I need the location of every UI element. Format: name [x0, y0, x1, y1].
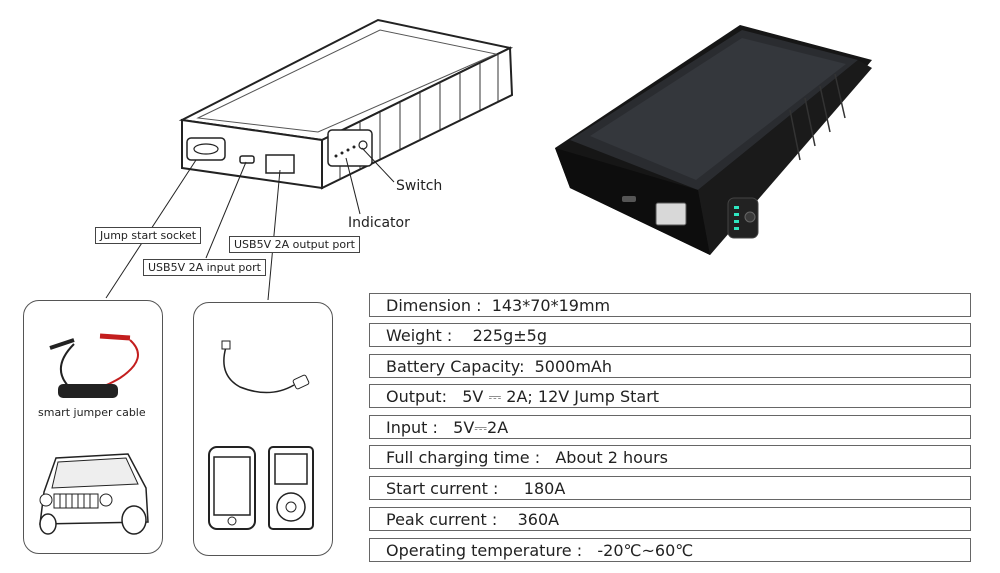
device-line-drawing: [105, 18, 514, 301]
switch-label: Switch: [396, 178, 443, 194]
usb-cable-icon: [221, 340, 310, 394]
car-icon: [39, 453, 149, 535]
spec-weight: Weight : 225g±5g: [369, 323, 971, 347]
spec-charging-time: Full charging time : About 2 hours: [369, 445, 971, 469]
usb-output-label: USB5V 2A output port: [229, 236, 360, 253]
jump-start-socket-label: Jump start socket: [95, 227, 202, 244]
spec-output: Output: 5V ⎓ 2A; 12V Jump Start: [369, 384, 971, 408]
smart-cable-label: smart jumper cable: [38, 406, 146, 419]
usb-input-label: USB5V 2A input port: [143, 259, 266, 276]
spec-start-current: Start current : 180A: [369, 476, 971, 500]
spec-peak-current: Peak current : 360A: [369, 507, 971, 531]
jumper-cable-illustration: [49, 333, 139, 398]
music-player-icon: [268, 446, 314, 530]
spec-dimension: Dimension : 143*70*19mm: [369, 293, 971, 317]
spec-battery-capacity: Battery Capacity: 5000mAh: [369, 354, 971, 378]
spec-operating-temperature: Operating temperature : -20℃~60℃: [369, 538, 971, 562]
product-photo: [555, 25, 872, 255]
phone-icon: [208, 446, 256, 530]
spec-input: Input : 5V⎓2A: [369, 415, 971, 439]
indicator-label: Indicator: [348, 215, 410, 231]
